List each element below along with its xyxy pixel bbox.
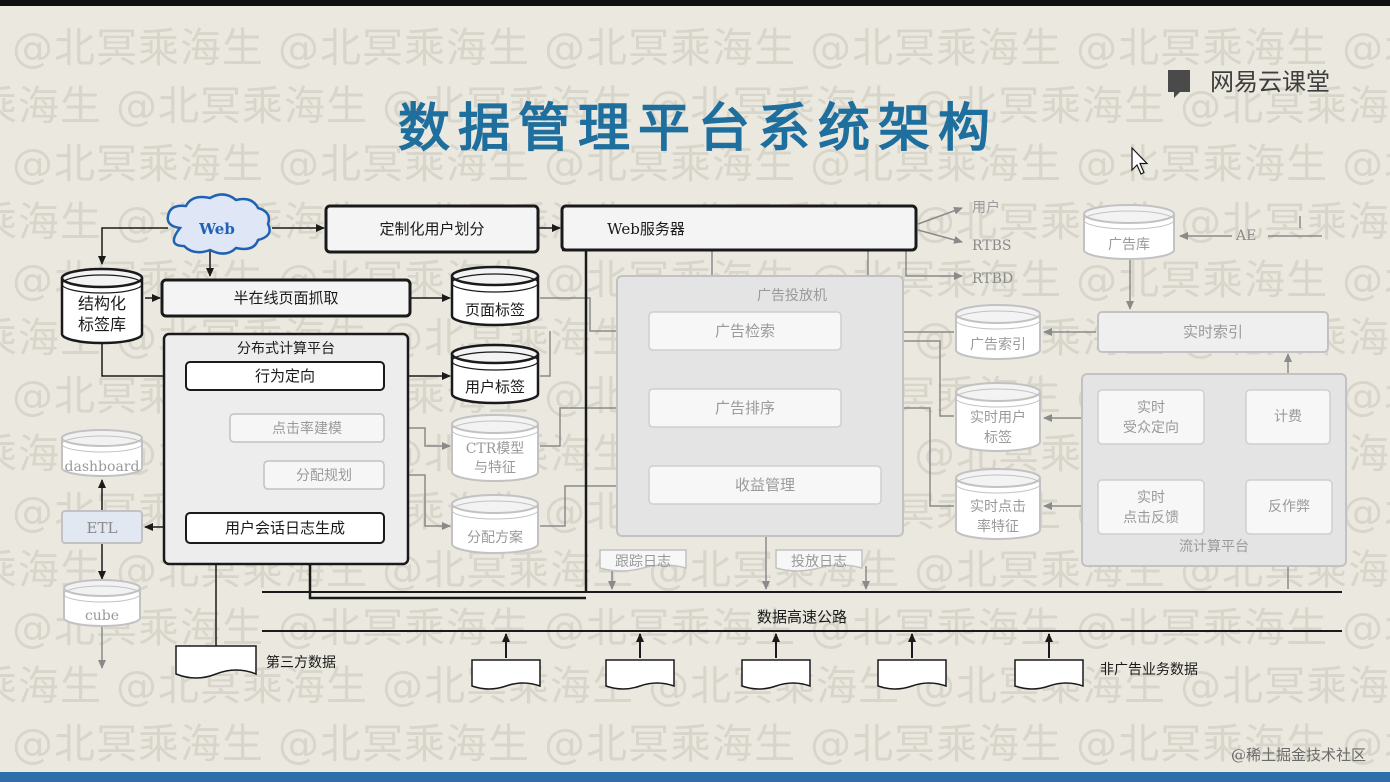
realtime-user-tags-db: 实时用户标签 xyxy=(955,382,1041,452)
allocation-plan-db: 分配方案 xyxy=(451,494,539,554)
page-title: 数据管理平台系统架构 xyxy=(398,98,998,159)
ctr-model-features-db: CTR模型与特征 xyxy=(451,414,539,482)
realtime-index-box: 实时索引 xyxy=(1097,311,1329,353)
logo-icon xyxy=(1168,70,1190,98)
etl-label: ETL xyxy=(87,519,118,537)
allocation-planning-label: 分配规划 xyxy=(296,468,352,484)
realtime-audience-label: 实时受众定向 xyxy=(1123,400,1179,436)
structured-tag-db-line2: 标签库 xyxy=(78,315,126,334)
realtime-click-feedback-label: 实时点击反馈 xyxy=(1123,490,1179,526)
realtime-click-feedback-line1: 实时 xyxy=(1137,490,1165,506)
structured-tag-db-line1: 结构化 xyxy=(78,294,126,313)
data-doc-1 xyxy=(471,659,541,690)
realtime-ctr-features-line1: 实时点击 xyxy=(970,499,1026,515)
realtime-user-tags-label: 实时用户标签 xyxy=(970,409,1026,446)
business-data-docs: 非广告业务数据 xyxy=(471,659,1198,690)
tracking-log-doc: 跟踪日志 xyxy=(599,549,687,572)
ad-ranking-box: 广告排序 xyxy=(648,388,842,428)
revenue-mgmt-box: 收益管理 xyxy=(648,465,882,505)
netease-logo: 网易云课堂 xyxy=(1168,68,1330,98)
session-log-gen-label: 用户会话日志生成 xyxy=(225,519,345,537)
structured-tag-db: 结构化标签库 xyxy=(60,267,144,345)
web-label: Web xyxy=(198,220,235,238)
realtime-ctr-features-label: 实时点击率特征 xyxy=(970,499,1026,535)
anti-fraud-box: 反作弊 xyxy=(1245,479,1333,535)
ad-retrieval-box: 广告检索 xyxy=(648,311,842,351)
data-doc-3 xyxy=(741,659,811,690)
architecture-diagram: 数据管理平台系统架构 网易云课堂 xyxy=(60,68,1366,764)
cube-label: cube xyxy=(85,608,119,624)
ad-retrieval-label: 广告检索 xyxy=(715,322,775,340)
page-tags-db: 页面标签 xyxy=(450,265,540,327)
realtime-index-label: 实时索引 xyxy=(1183,323,1243,341)
realtime-audience-line1: 实时 xyxy=(1137,400,1165,416)
page-tags-label: 页面标签 xyxy=(465,301,525,319)
custom-user-segment-label: 定制化用户划分 xyxy=(379,220,484,238)
slide: @北冥乘海生 @北冥乘海生 @北冥乘海生 @北冥乘海生 @北冥乘海生 @北冥乘海… xyxy=(0,6,1390,772)
ad-index-db: 广告索引 xyxy=(955,304,1041,360)
etl-box: ETL xyxy=(61,510,143,544)
realtime-click-feedback-box: 实时点击反馈 xyxy=(1097,479,1205,535)
realtime-ctr-features-db: 实时点击率特征 xyxy=(955,468,1041,540)
ctr-modeling-label: 点击率建模 xyxy=(272,420,342,437)
realtime-user-tags-line2: 标签 xyxy=(984,429,1012,446)
billing-label: 计费 xyxy=(1274,409,1302,425)
tracking-log-label: 跟踪日志 xyxy=(615,554,671,570)
ad-index-label: 广告索引 xyxy=(970,336,1026,353)
rtbd-label: RTBD xyxy=(972,271,1013,287)
mouse-cursor-icon xyxy=(1131,146,1149,175)
realtime-user-tags-line1: 实时用户 xyxy=(970,409,1026,426)
web-server-label: Web服务器 xyxy=(607,220,685,238)
custom-user-segment-box: 定制化用户划分 xyxy=(324,204,540,254)
rtbs-label: RTBS xyxy=(972,238,1012,254)
realtime-ctr-features-line2: 率特征 xyxy=(977,518,1019,535)
stream-platform-label: 流计算平台 xyxy=(1179,539,1249,555)
ctr-model-features-line2: 与特征 xyxy=(474,460,516,476)
semi-online-crawl-box: 半在线页面抓取 xyxy=(160,278,412,318)
delivery-log-label: 投放日志 xyxy=(791,554,847,570)
behavior-targeting-label: 行为定向 xyxy=(255,367,315,385)
distributed-platform-label: 分布式计算平台 xyxy=(237,341,335,357)
billing-box: 计费 xyxy=(1245,389,1331,445)
data-doc-2 xyxy=(605,659,675,690)
ad-ranking-label: 广告排序 xyxy=(715,399,775,417)
semi-online-crawl-label: 半在线页面抓取 xyxy=(233,289,338,307)
allocation-planning-box: 分配规划 xyxy=(263,460,385,490)
behavior-targeting-box: 行为定向 xyxy=(185,361,385,391)
ae-label: AE xyxy=(1235,228,1256,244)
footer-credit: @稀土掘金技术社区 xyxy=(1231,746,1366,764)
delivery-log-doc: 投放日志 xyxy=(775,549,863,572)
user-tags-label: 用户标签 xyxy=(465,378,525,396)
brand-name: 网易云课堂 xyxy=(1210,68,1330,96)
user-label: 用户 xyxy=(972,199,1000,216)
ad-db-cylinder: 广告库 xyxy=(1083,204,1175,260)
web-server-box: Web服务器 xyxy=(560,204,918,252)
ctr-model-features-line1: CTR模型 xyxy=(466,441,525,457)
non-ad-business-data-label: 非广告业务数据 xyxy=(1100,662,1198,678)
ctr-modeling-box: 点击率建模 xyxy=(229,413,385,443)
cube-db: cube xyxy=(63,579,141,627)
ctr-model-features-label: CTR模型与特征 xyxy=(466,441,525,476)
user-tags-db: 用户标签 xyxy=(450,343,540,405)
ad-db-label: 广告库 xyxy=(1108,237,1150,253)
realtime-audience-box: 实时受众定向 xyxy=(1097,389,1205,445)
realtime-audience-line2: 受众定向 xyxy=(1123,420,1179,436)
session-log-gen-box: 用户会话日志生成 xyxy=(185,512,385,544)
data-doc-4 xyxy=(877,659,947,690)
bottom-bar xyxy=(0,772,1390,782)
ad-server-label: 广告投放机 xyxy=(757,288,827,304)
structured-tag-db-label: 结构化标签库 xyxy=(78,294,126,334)
distributed-platform-box: 分布式计算平台 xyxy=(162,332,410,566)
revenue-mgmt-label: 收益管理 xyxy=(735,476,795,494)
anti-fraud-label: 反作弊 xyxy=(1268,499,1310,515)
data-doc-5 xyxy=(1014,659,1084,690)
third-party-data: 第三方数据 xyxy=(175,645,336,679)
allocation-plan-label: 分配方案 xyxy=(467,529,523,546)
dashboard-label: dashboard xyxy=(65,459,140,475)
dashboard-db: dashboard xyxy=(61,429,143,477)
realtime-click-feedback-line2: 点击反馈 xyxy=(1123,510,1179,526)
data-highway-label: 数据高速公路 xyxy=(757,608,847,626)
web-cloud: Web xyxy=(166,193,271,255)
third-party-data-label: 第三方数据 xyxy=(266,654,336,671)
